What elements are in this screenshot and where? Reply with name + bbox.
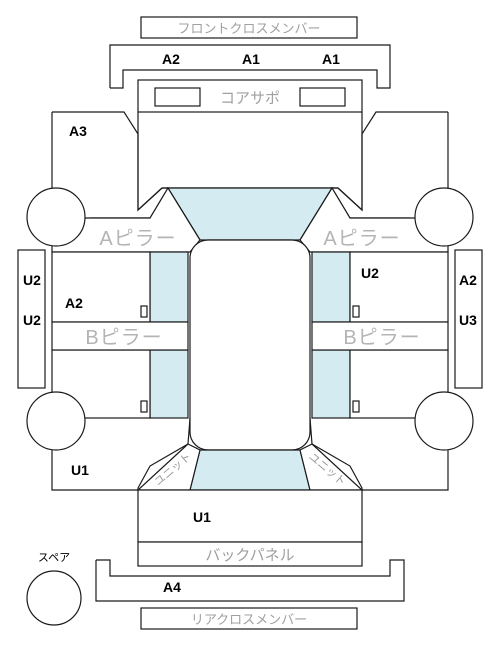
rear-cross-member-box <box>140 607 358 630</box>
left-headlight-box <box>154 87 201 107</box>
back-panel-box <box>137 541 363 567</box>
rear-window <box>189 449 311 491</box>
front-left-grade: A3 <box>69 123 87 139</box>
front-cross-left-grade: A2 <box>162 51 180 67</box>
left-front-door <box>51 251 151 323</box>
b-pillar-right-label: Bピラー <box>343 327 420 349</box>
b-pillar-left <box>51 321 189 351</box>
rear-cross-member-bracket <box>95 559 405 602</box>
core-support-label: コアサポ <box>220 90 280 107</box>
right-rear-door <box>349 349 449 419</box>
right-rear-window <box>311 349 351 419</box>
b-pillar-right <box>311 321 449 351</box>
right-sill-grade-1: A2 <box>459 272 477 288</box>
right-sill-grade-2: U3 <box>459 312 477 328</box>
left-front-window <box>149 251 189 323</box>
front-cross-member-bracket <box>109 44 391 89</box>
spare-tire <box>26 570 82 626</box>
left-sill-grade-2: U2 <box>23 312 41 328</box>
right-rear-door-handle <box>352 400 360 413</box>
front-left-wheel <box>26 187 86 247</box>
rear-right-wheel <box>414 391 474 451</box>
rear-cross-grade: A4 <box>163 579 181 595</box>
left-sill-grade-1: U2 <box>23 272 41 288</box>
rear-left-grade: U1 <box>71 462 89 478</box>
back-panel-label: バックパネル <box>205 547 294 564</box>
right-front-window <box>311 251 351 323</box>
trunk <box>137 489 363 543</box>
right-side-sill <box>454 249 483 389</box>
left-mid-grade: A2 <box>65 295 83 311</box>
front-cross-member-label: フロントクロスメンバー <box>177 21 320 36</box>
spare-label: スペア <box>38 552 70 564</box>
front-cross-member-box <box>140 16 358 39</box>
roof <box>189 239 311 451</box>
front-cross-center-grade: A1 <box>242 51 260 67</box>
right-front-grade: U2 <box>361 265 379 281</box>
front-cross-right-grade: A1 <box>322 51 340 67</box>
left-rear-door-handle <box>140 400 148 413</box>
left-front-door-handle <box>140 305 148 318</box>
right-front-door <box>349 251 449 323</box>
right-headlight-box <box>299 87 346 107</box>
a-pillar-left-label: Aピラー <box>99 228 176 250</box>
right-front-door-handle <box>352 305 360 318</box>
left-rear-window <box>149 349 189 419</box>
rear-left-wheel <box>26 391 86 451</box>
a-pillar-right-label: Aピラー <box>323 228 400 250</box>
front-right-wheel <box>414 187 474 247</box>
b-pillar-left-label: Bピラー <box>85 327 162 349</box>
trunk-grade: U1 <box>193 509 211 525</box>
left-side-sill <box>17 249 46 389</box>
rear-cross-member-label: リアクロスメンバー <box>191 612 307 627</box>
